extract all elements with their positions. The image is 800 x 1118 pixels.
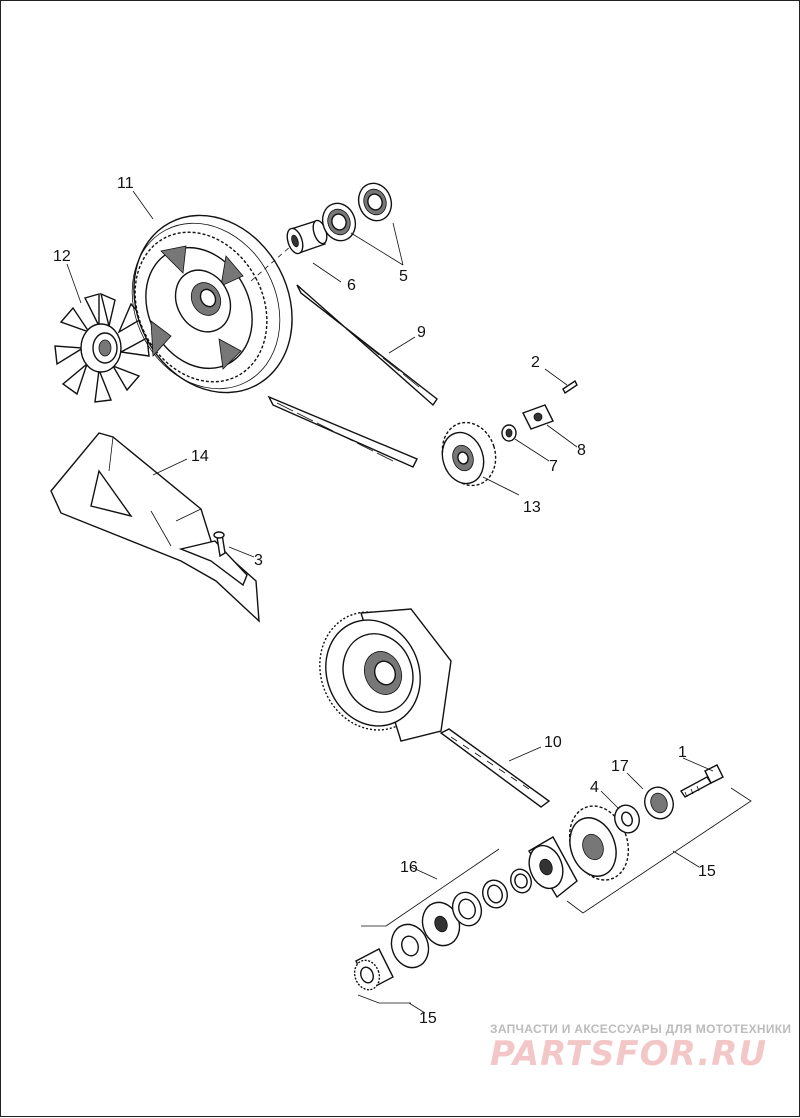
washer-part-4 <box>614 804 640 834</box>
callout-10: 10 <box>544 734 562 751</box>
leader-15b <box>408 1002 426 1014</box>
callout-17: 17 <box>611 758 629 775</box>
bearing-parts <box>321 182 393 242</box>
compensator-part <box>528 836 578 899</box>
leader-5 <box>350 222 404 266</box>
leader-17 <box>626 772 644 790</box>
callout-7: 7 <box>549 458 558 475</box>
callout-16: 16 <box>400 859 418 876</box>
leader-14 <box>152 458 188 476</box>
leader-2 <box>544 368 568 386</box>
lock-plate-part <box>522 404 554 430</box>
callout-4: 4 <box>590 779 599 796</box>
leader-13 <box>482 476 520 496</box>
callout-5: 5 <box>399 268 408 285</box>
callout-15-lower: 15 <box>419 1010 437 1027</box>
leader-1 <box>682 757 714 772</box>
primary-chain-part <box>439 728 551 808</box>
bolt-part-1 <box>679 764 724 798</box>
leader-3 <box>228 546 255 558</box>
leader-15a <box>672 850 700 868</box>
transmission-sprocket-part <box>441 421 497 487</box>
callout-13: 13 <box>523 499 541 516</box>
watermark-logo: PARTSFOR.RU <box>490 1034 768 1074</box>
leader-12 <box>66 263 82 304</box>
callout-11: 11 <box>117 175 134 192</box>
clutch-basket-part <box>319 608 452 742</box>
pulley-part <box>131 214 293 394</box>
leader-4 <box>600 790 620 810</box>
screw-part-3 <box>213 531 226 558</box>
callout-3: 3 <box>254 552 263 569</box>
watermark-tagline: ЗАПЧАСТИ И АКСЕССУАРЫ ДЛЯ МОТОТЕХНИКИ <box>490 1022 792 1036</box>
leader-6 <box>312 262 342 283</box>
callout-12: 12 <box>53 248 71 265</box>
leader-16 <box>410 866 438 880</box>
belt-part <box>267 284 438 468</box>
nut-part <box>501 424 517 442</box>
callout-14: 14 <box>191 448 209 465</box>
callout-2: 2 <box>531 354 540 371</box>
bearing-part-17 <box>644 786 674 820</box>
engine-sprocket-part <box>568 805 630 881</box>
leader-8 <box>546 424 578 448</box>
callout-15-upper: 15 <box>698 863 716 880</box>
callout-9: 9 <box>417 324 426 341</box>
callout-8: 8 <box>577 442 586 459</box>
fan-part <box>54 292 150 403</box>
belt-guard-part <box>50 432 260 623</box>
spring-washers-part <box>390 868 532 969</box>
leader-7 <box>514 438 550 462</box>
leader-10 <box>508 746 542 762</box>
screw-part-2 <box>562 379 578 395</box>
leader-9 <box>388 336 416 354</box>
leader-11 <box>132 190 154 220</box>
splined-sleeve-part <box>353 948 394 991</box>
callout-1: 1 <box>678 744 687 761</box>
callout-6: 6 <box>347 277 356 294</box>
